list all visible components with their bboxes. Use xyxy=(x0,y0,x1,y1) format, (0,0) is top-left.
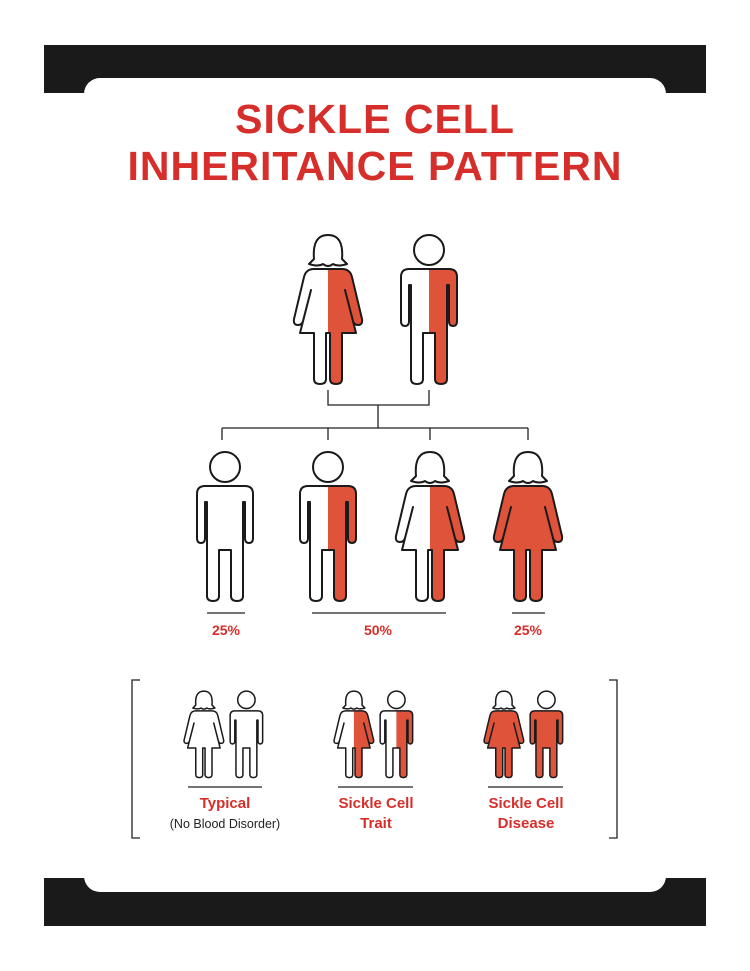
legend-sublabel-typical: (No Blood Disorder) xyxy=(170,817,280,831)
legend-label-disease: Sickle Cell xyxy=(488,795,563,812)
legend-label-trait: Sickle Cell xyxy=(338,795,413,812)
woman-figure-trait xyxy=(333,690,375,779)
probability-typical: 25% xyxy=(212,622,241,638)
man-figure-trait xyxy=(400,234,458,385)
content-card xyxy=(84,78,666,892)
man-figure-typical xyxy=(196,451,254,602)
children-group xyxy=(196,451,564,602)
probability-disease: 25% xyxy=(514,622,543,638)
probability-row: 25% 50% 25% xyxy=(207,612,545,638)
probability-trait: 50% xyxy=(364,622,393,638)
legend-bracket-left xyxy=(131,679,140,839)
man-figure-trait xyxy=(299,451,357,602)
legend: Typical (No Blood Disorder) Sickle Cell … xyxy=(131,679,618,839)
man-figure-trait xyxy=(379,690,414,779)
legend-label-trait-2: Trait xyxy=(360,815,392,832)
woman-figure-disease xyxy=(492,451,564,602)
woman-figure-typical xyxy=(183,690,225,779)
parents-connector xyxy=(221,390,529,440)
legend-bracket-right xyxy=(609,679,618,839)
title-line-2: INHERITANCE PATTERN xyxy=(127,143,622,189)
legend-label-disease-2: Disease xyxy=(498,815,555,832)
legend-label-typical: Typical xyxy=(200,795,251,812)
title-line-1: SICKLE CELL xyxy=(235,96,515,142)
man-figure-typical xyxy=(229,690,264,779)
parents-group xyxy=(292,234,458,385)
woman-figure-disease xyxy=(483,690,525,779)
woman-figure-trait xyxy=(292,234,364,385)
woman-figure-trait xyxy=(394,451,466,602)
man-figure-disease xyxy=(529,690,564,779)
